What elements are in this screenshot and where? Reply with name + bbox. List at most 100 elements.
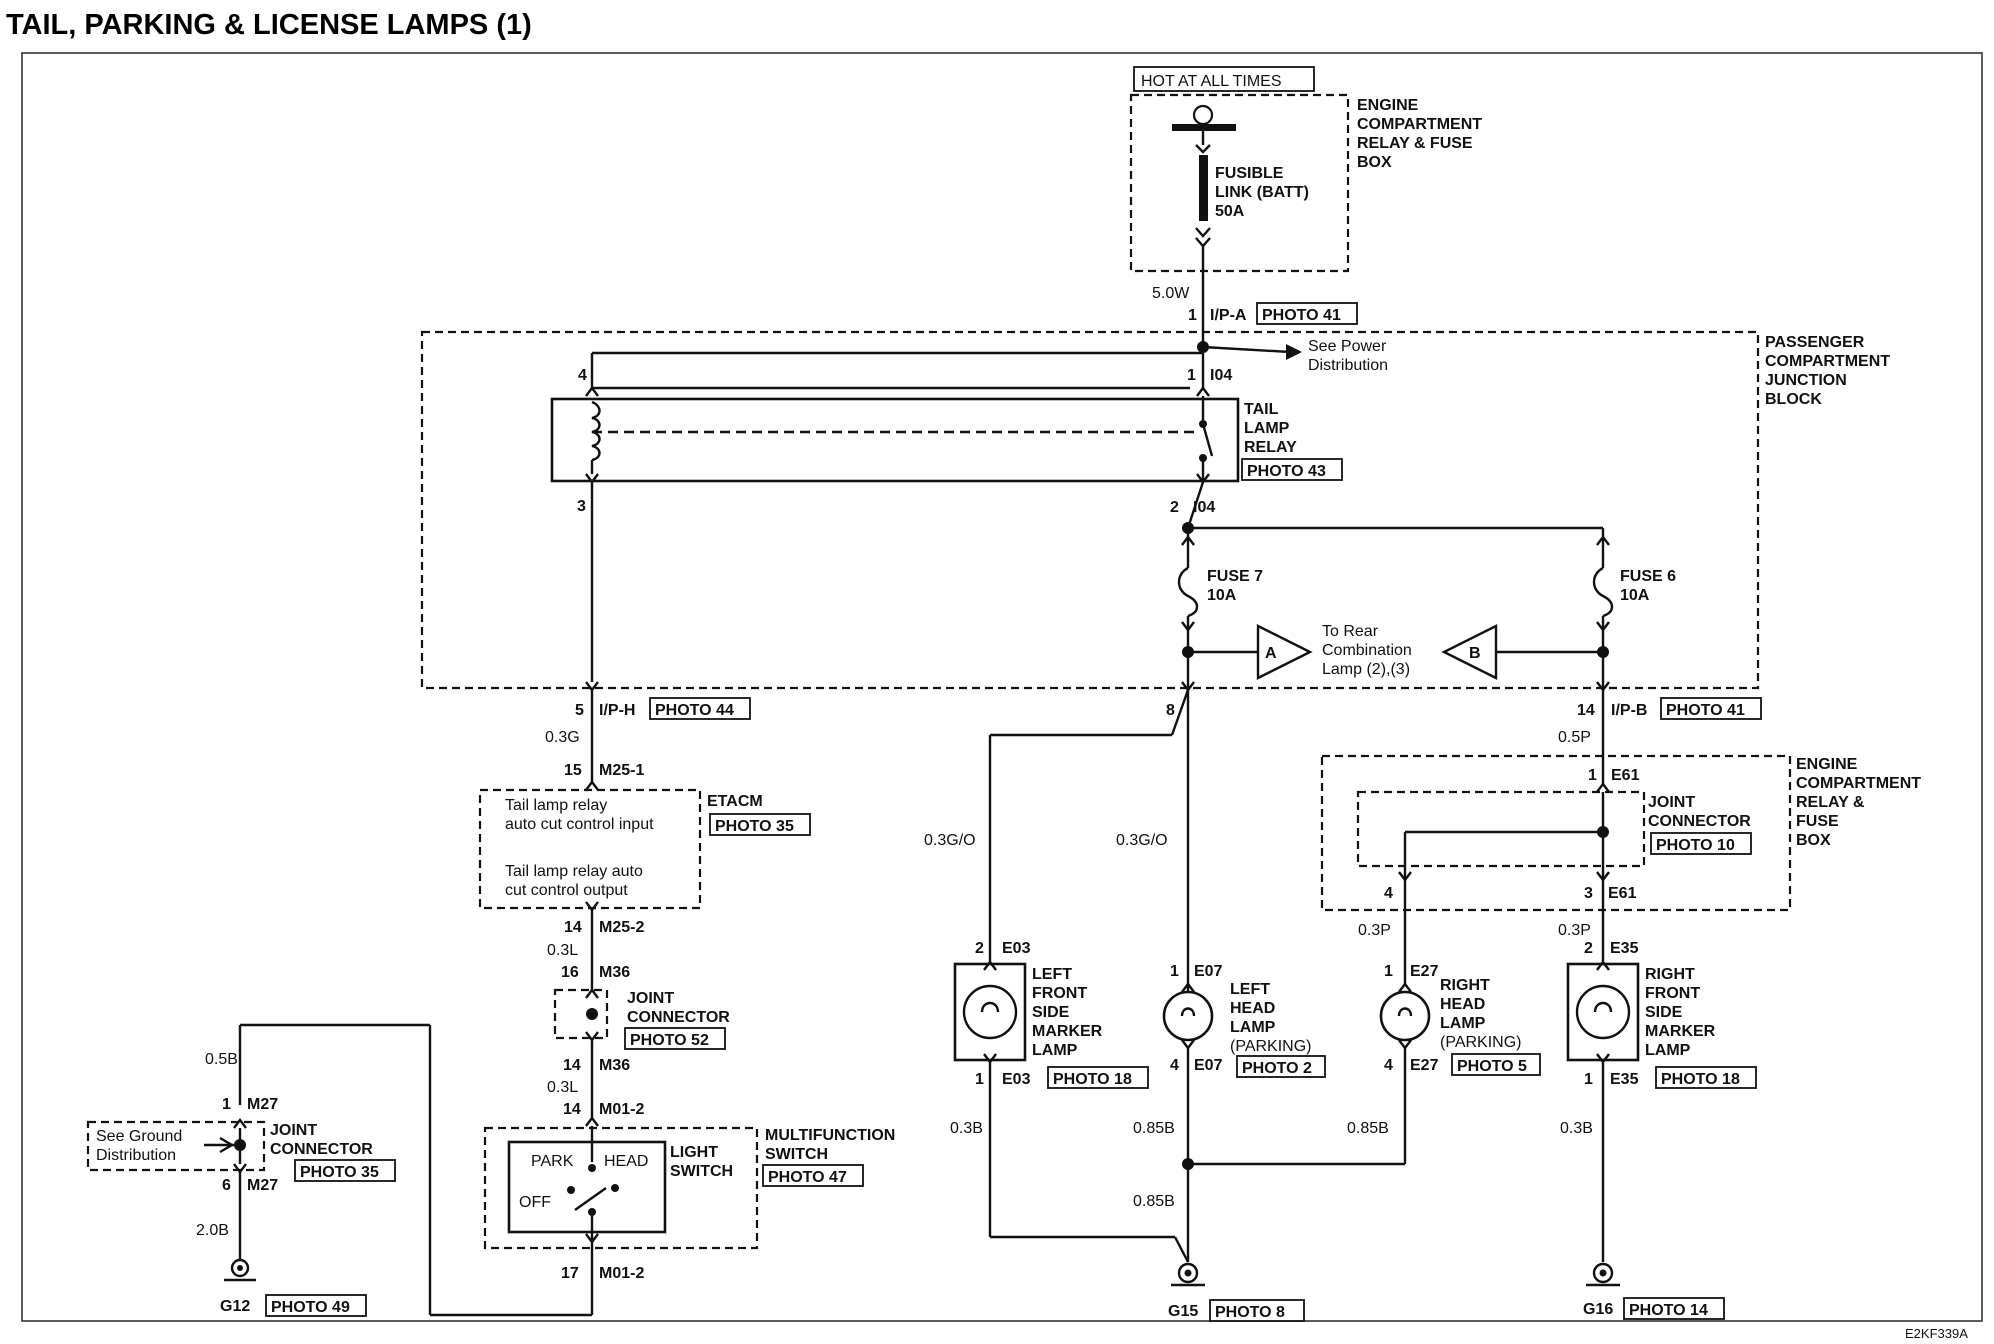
- wire-label-0-3b-b: 0.3B: [1560, 1120, 1593, 1137]
- joint-e61-label: JOINT CONNECTOR: [1648, 794, 1751, 830]
- connector-m27-bottom: M27: [247, 1177, 278, 1194]
- engine-fuse-box-outline: [1129, 93, 1350, 273]
- photo-18-right-box: [1655, 1066, 1757, 1089]
- switch-park-label: PARK: [531, 1153, 574, 1170]
- photo-2: PHOTO 2: [1242, 1060, 1312, 1077]
- photo-41-ipa: PHOTO 41: [1262, 307, 1341, 324]
- light-switch-box[interactable]: [507, 1140, 667, 1234]
- connector-e03-bottom: E03: [1002, 1071, 1031, 1088]
- hot-at-all-times-box: [1133, 66, 1315, 92]
- photo-44: PHOTO 44: [655, 702, 734, 719]
- engine-fuse-box-2-label: ENGINE COMPARTMENT RELAY & FUSE BOX: [1796, 756, 1925, 849]
- pin-ipa: 1: [1188, 307, 1197, 324]
- wire-label-0-5b: 0.5B: [205, 1051, 238, 1068]
- engine-fuse-box-2-outline: [1320, 754, 1792, 912]
- photo-18-left: PHOTO 18: [1053, 1071, 1132, 1088]
- joint-m27-label: JOINT CONNECTOR: [270, 1122, 373, 1158]
- photo-18-left-box: [1047, 1066, 1149, 1089]
- left-head-lamp-label: LEFT HEAD LAMP: [1230, 981, 1280, 1036]
- see-power-arrow-icon: [1286, 344, 1302, 360]
- joint-m36-label: JOINT CONNECTOR: [627, 990, 730, 1026]
- see-ground-label: See Ground Distribution: [96, 1128, 187, 1164]
- junction-block-outline: [420, 330, 1760, 690]
- wire-label-5-0w: 5.0W: [1152, 285, 1190, 302]
- pin-e27-bottom: 4: [1384, 1057, 1393, 1074]
- pin-e61-top: 1: [1588, 767, 1597, 784]
- connector-e07-top: E07: [1194, 963, 1223, 980]
- connector-ipa: I/P-A: [1210, 307, 1247, 324]
- pin-e03-bottom: 1: [975, 1071, 984, 1088]
- right-head-lamp-parking: (PARKING): [1440, 1034, 1521, 1051]
- multifunction-switch-outline: [483, 1126, 759, 1250]
- photo-35-etacm: PHOTO 35: [715, 818, 794, 835]
- wire-label-0-85b-c: 0.85B: [1347, 1120, 1389, 1137]
- pin-2-i04: 2: [1170, 499, 1179, 516]
- photo-14: PHOTO 14: [1629, 1302, 1708, 1319]
- photo-41-ipb: PHOTO 41: [1666, 702, 1745, 719]
- fuse-7-label: FUSE 7 10A: [1207, 568, 1267, 604]
- pin-e27-top: 1: [1384, 963, 1393, 980]
- connector-m27-top: M27: [247, 1096, 278, 1113]
- photo-10: PHOTO 10: [1656, 837, 1735, 854]
- diagram-code: E2KF339A: [1905, 1326, 1968, 1341]
- photo-41-ipa-box: [1256, 302, 1358, 325]
- photo-43-box: [1241, 458, 1343, 481]
- left-head-lamp-bulb-icon: [1162, 990, 1214, 1042]
- pin-m36-top: 16: [561, 964, 579, 981]
- photo-35-m27-box: [294, 1159, 396, 1182]
- pin-m27-bottom: 6: [222, 1177, 231, 1194]
- ground-g15-label: G15: [1168, 1303, 1198, 1320]
- pin-e61-3: 3: [1584, 885, 1593, 902]
- ground-g12-label: G12: [220, 1298, 250, 1315]
- pin-ipb: 14: [1577, 702, 1595, 719]
- connector-a-arrow-icon: [1256, 624, 1313, 680]
- pin-m36-bottom: 14: [563, 1057, 581, 1074]
- connector-m36-bottom: M36: [599, 1057, 630, 1074]
- tail-lamp-relay-box: [550, 397, 1240, 483]
- ground-g16-label: G16: [1583, 1301, 1613, 1318]
- wire-label-0-3g-o-a: 0.3G/O: [924, 832, 976, 849]
- pin-e35-top: 2: [1584, 940, 1593, 957]
- wire-label-0-3b-a: 0.3B: [950, 1120, 983, 1137]
- etacm-input-text: Tail lamp relay auto cut control input: [505, 797, 654, 833]
- pin-1-i04: 1: [1187, 367, 1196, 384]
- photo-47: PHOTO 47: [768, 1169, 847, 1186]
- switch-contact-icon: [574, 1187, 607, 1211]
- wire-label-0-3p-a: 0.3P: [1358, 922, 1391, 939]
- engine-fuse-box-label: ENGINE COMPARTMENT RELAY & FUSE BOX: [1357, 97, 1486, 171]
- connector-e07-bottom: E07: [1194, 1057, 1223, 1074]
- wire-label-2-0b: 2.0B: [196, 1222, 229, 1239]
- wire-label-0-85b-b: 0.85B: [1133, 1193, 1175, 1210]
- wire-label-0-3g: 0.3G: [545, 729, 580, 746]
- right-head-lamp-bulb-icon: [1379, 990, 1431, 1042]
- connector-m01-2-top: M01-2: [599, 1101, 644, 1118]
- right-side-marker-lamp-label: RIGHT FRONT SIDE MARKER LAMP: [1645, 966, 1720, 1059]
- wire-label-0-3l-b: 0.3L: [547, 1079, 578, 1096]
- connector-m25-2: M25-2: [599, 919, 644, 936]
- pin-m01-2-top: 14: [563, 1101, 581, 1118]
- photo-35-etacm-box: [709, 813, 811, 836]
- pin-iph: 5: [575, 702, 584, 719]
- connector-iph: I/P-H: [599, 702, 635, 719]
- to-rear-combination-label: To Rear Combination Lamp (2),(3): [1322, 623, 1416, 678]
- multifunction-switch-label: MULTIFUNCTION SWITCH: [765, 1127, 900, 1163]
- left-side-marker-lamp-label: LEFT FRONT SIDE MARKER LAMP: [1032, 966, 1107, 1059]
- left-head-lamp-parking: (PARKING): [1230, 1038, 1311, 1055]
- pin-e07-bottom: 4: [1170, 1057, 1179, 1074]
- photo-8: PHOTO 8: [1215, 1304, 1285, 1321]
- see-power-label: See Power Distribution: [1308, 338, 1391, 374]
- photo-18-right: PHOTO 18: [1661, 1071, 1740, 1088]
- connector-m01-2-bottom: M01-2: [599, 1265, 644, 1282]
- fuse-6-icon: [1592, 566, 1614, 618]
- connector-e35-top: E35: [1610, 940, 1639, 957]
- diagram-frame: [21, 52, 1983, 1322]
- photo-43: PHOTO 43: [1247, 463, 1326, 480]
- pin-4-i04: 4: [578, 367, 587, 384]
- joint-m36-outline: [553, 988, 609, 1040]
- connector-e03-top: E03: [1002, 940, 1031, 957]
- connector-ipb: I/P-B: [1611, 702, 1647, 719]
- pin-e07-top: 1: [1170, 963, 1179, 980]
- tail-lamp-relay-label: TAIL LAMP RELAY: [1244, 401, 1297, 456]
- fuse-6-label: FUSE 6 10A: [1620, 568, 1680, 604]
- connector-i04-bottom: I04: [1193, 499, 1215, 516]
